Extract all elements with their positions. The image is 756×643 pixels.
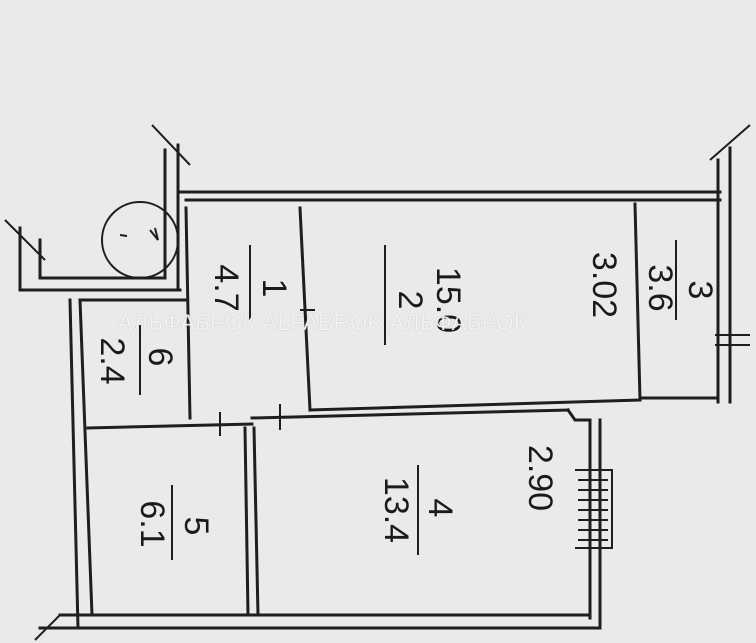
wall-room4-right [565,407,592,422]
outer-wall-left-top [18,276,182,292]
dimension-room-4-width: 2.90 [521,444,559,512]
outer-wall-bottom [38,613,602,630]
balcony-wall [163,143,180,292]
watermark: АЛЬФАБРОК ALFABROK АЛЬФАБРОК [118,310,528,335]
wall-room4-left [252,426,260,617]
corner-tick-4 [34,614,61,641]
riser-circle [101,201,179,279]
outer-wall-left [68,298,94,630]
wall-room4-top [250,408,570,420]
wall-room2-room3 [633,202,642,402]
room-6-area: 2.4 [93,337,131,385]
door-tick-1 [219,404,281,436]
room-1-number: 1 [255,278,293,298]
wall-room5-right [243,426,250,617]
room-6-number: 6 [141,347,179,367]
room-3-number: 3 [681,280,719,300]
room-4-area: 13.4 [377,476,415,544]
corner-tick-2 [4,219,46,261]
wall-room2-bottom [308,398,642,412]
window-tick [715,334,750,346]
dimension-room-2-width: 3.02 [585,251,623,319]
corner-tick-3 [709,124,751,161]
outer-wall-top [176,190,722,202]
room-5-number: 5 [177,516,215,536]
outer-wall-right-lower [588,418,602,630]
room-2-number: 2 [391,290,429,310]
corner-tick-1 [151,124,191,166]
room-3-area: 3.6 [641,264,679,312]
corner-left [18,226,42,292]
outer-wall-right-upper [716,146,732,404]
riser-arrow [119,227,159,241]
wall-room1-left [184,206,192,420]
room-1-area: 4.7 [207,264,245,312]
wall-hall-top [86,422,254,430]
door-steps [575,469,613,549]
room-4-number: 4 [421,498,459,518]
room-5-area: 6.1 [133,500,171,548]
